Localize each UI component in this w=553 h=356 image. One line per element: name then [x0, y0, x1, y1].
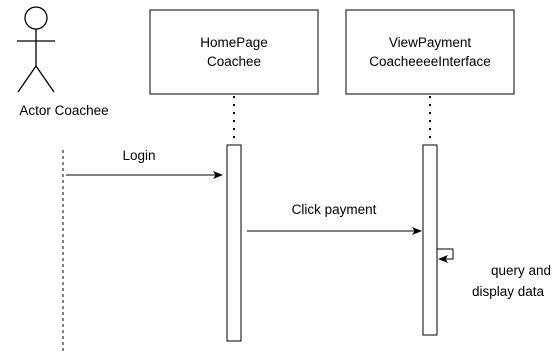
actor-label: Actor Coachee: [19, 103, 108, 118]
actor-head: [24, 6, 48, 30]
query-display-label-line1: query and: [491, 263, 551, 278]
query-display-label-line2: display data: [472, 284, 545, 299]
homepage-activation-bar: [226, 144, 242, 342]
viewpayment-activation-bar: [422, 144, 438, 336]
participant-viewpayment-subname: CoacheeeeInterface: [369, 54, 491, 69]
participant-homepage-name: HomePage: [200, 35, 268, 50]
query-display-self-arrow: [437, 248, 454, 263]
actor-right-leg: [35, 65, 55, 93]
login-message-label: Login: [122, 148, 155, 163]
participant-viewpayment-name: ViewPayment: [389, 35, 472, 50]
participant-viewpayment-box: [345, 9, 515, 95]
click-payment-message-label: Click payment: [292, 202, 377, 217]
actor-left-leg: [17, 65, 37, 93]
actor-figure: [17, 6, 55, 93]
participant-homepage-subname: Coachee: [207, 54, 261, 69]
participant-homepage-box: [149, 9, 319, 95]
